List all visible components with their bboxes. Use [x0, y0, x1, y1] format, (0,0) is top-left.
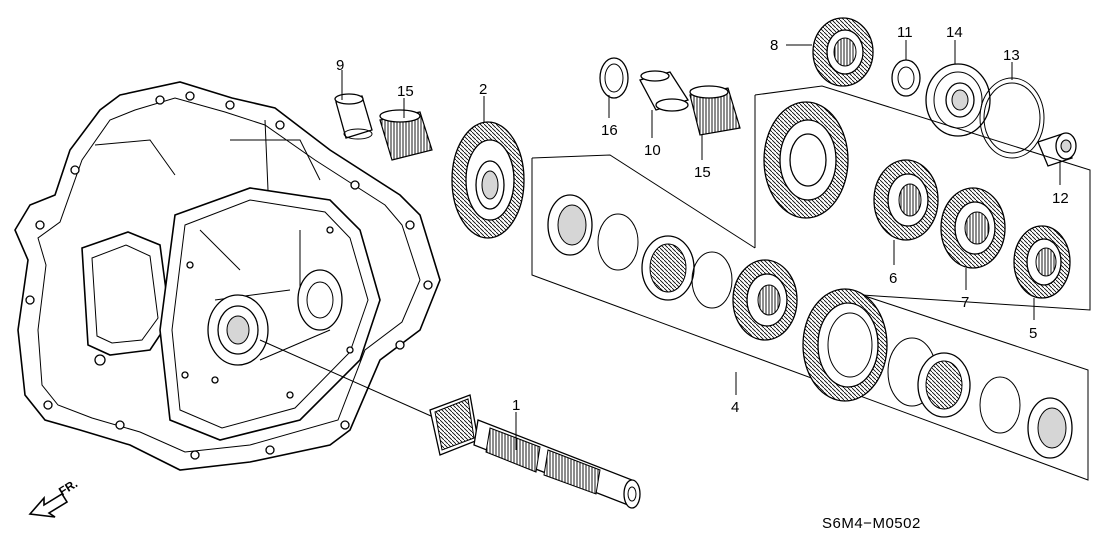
callout-5: 5 — [1029, 325, 1037, 342]
leader-lines — [341, 40, 1061, 450]
upper-group-outline — [754, 85, 1091, 311]
callout-14: 14 — [946, 24, 963, 41]
part-7-gear — [940, 187, 1006, 269]
diagram-code: S6M4−M0502 — [822, 515, 921, 532]
callout-13: 13 — [1003, 47, 1020, 64]
part-15-needle-bearing-right — [689, 85, 741, 136]
part-9-collar — [334, 93, 373, 140]
callout-10: 10 — [644, 142, 661, 159]
part-4-synchro-assembly — [547, 194, 1073, 459]
callout-11: 11 — [897, 24, 913, 41]
callout-7: 7 — [961, 294, 969, 311]
transmission-housing — [14, 81, 441, 471]
part-14-ball-bearing — [925, 63, 991, 137]
part-6-gear — [873, 159, 939, 241]
callout-15-left: 15 — [397, 83, 414, 100]
direction-indicator: FR. — [28, 476, 80, 518]
part-2-gear — [451, 121, 525, 239]
part-12-nut — [1037, 132, 1077, 167]
callout-1: 1 — [512, 397, 520, 414]
part-16-ring — [599, 57, 629, 99]
callout-4: 4 — [731, 399, 739, 416]
part-15-needle-bearing-left — [379, 109, 433, 161]
upper-large-gear — [763, 101, 849, 219]
callout-16: 16 — [601, 122, 618, 139]
part-4-synchro-assembly-outline — [531, 154, 1089, 481]
part-5-gear — [1013, 225, 1071, 299]
callout-9: 9 — [336, 57, 344, 74]
callout-15-right: 15 — [694, 164, 711, 181]
part-10-collar — [639, 70, 690, 112]
arrow-down-left-icon — [28, 492, 69, 518]
callout-6: 6 — [889, 270, 897, 287]
part-11-shim — [891, 59, 921, 97]
part-8-gear — [812, 17, 874, 87]
callout-8: 8 — [770, 37, 778, 54]
callout-2: 2 — [479, 81, 487, 98]
callouts: 9 15 2 1 4 16 10 15 8 11 14 13 12 6 7 5 — [336, 24, 1069, 416]
callout-12: 12 — [1052, 190, 1069, 207]
mainshaft — [259, 339, 641, 509]
